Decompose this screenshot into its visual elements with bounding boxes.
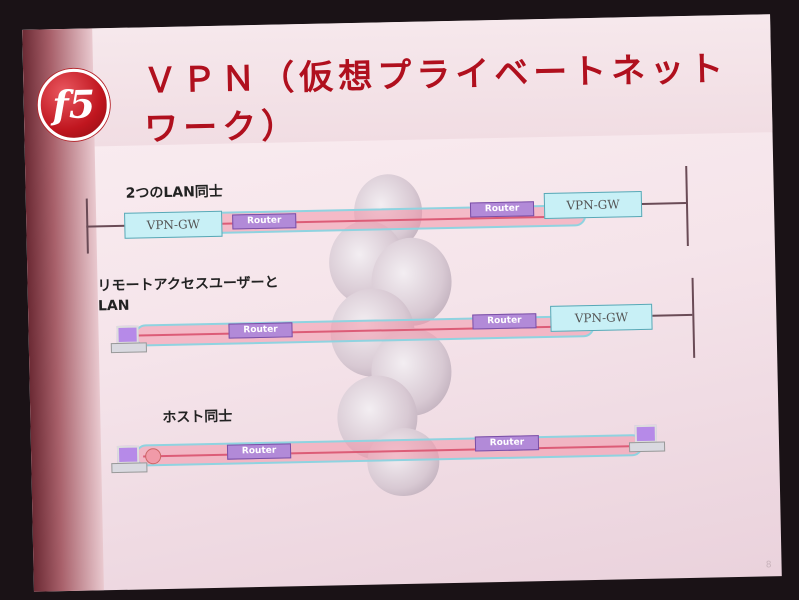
vpn-gateway-right: VPN-GW — [550, 303, 653, 332]
slide-title: ＶＰＮ（仮想プライベートネットワーク） — [142, 49, 729, 150]
section-label-lan-to-lan: 2つのLAN同士 — [125, 183, 224, 202]
router-right: Router — [472, 313, 537, 330]
router-right: Router — [469, 201, 535, 218]
lan-segment-right — [691, 277, 696, 358]
presentation-slide: f5 ＶＰＮ（仮想プライベートネットワーク） 2つのLAN同士 VPN-GW R… — [22, 14, 782, 592]
section-label-remote-access: リモートアクセスユーザーとLAN — [97, 274, 279, 315]
logo-text: f5 — [51, 81, 96, 128]
page-number: 8 — [765, 560, 772, 571]
pc-icon — [111, 445, 148, 474]
vpn-gateway-right: VPN-GW — [543, 190, 643, 220]
router-left: Router — [228, 322, 293, 339]
lan-line-right — [652, 313, 693, 317]
router-right: Router — [474, 435, 540, 452]
router-left: Router — [232, 213, 297, 230]
pc-icon — [110, 325, 147, 354]
pc-icon — [628, 424, 666, 453]
router-left: Router — [226, 443, 292, 460]
lan-line-left — [86, 224, 127, 228]
vpn-gateway-left: VPN-GW — [124, 210, 223, 239]
section-label-host-to-host: ホスト同士 — [162, 408, 233, 427]
lan-line-right — [641, 202, 686, 205]
lan-segment-right — [685, 165, 689, 247]
